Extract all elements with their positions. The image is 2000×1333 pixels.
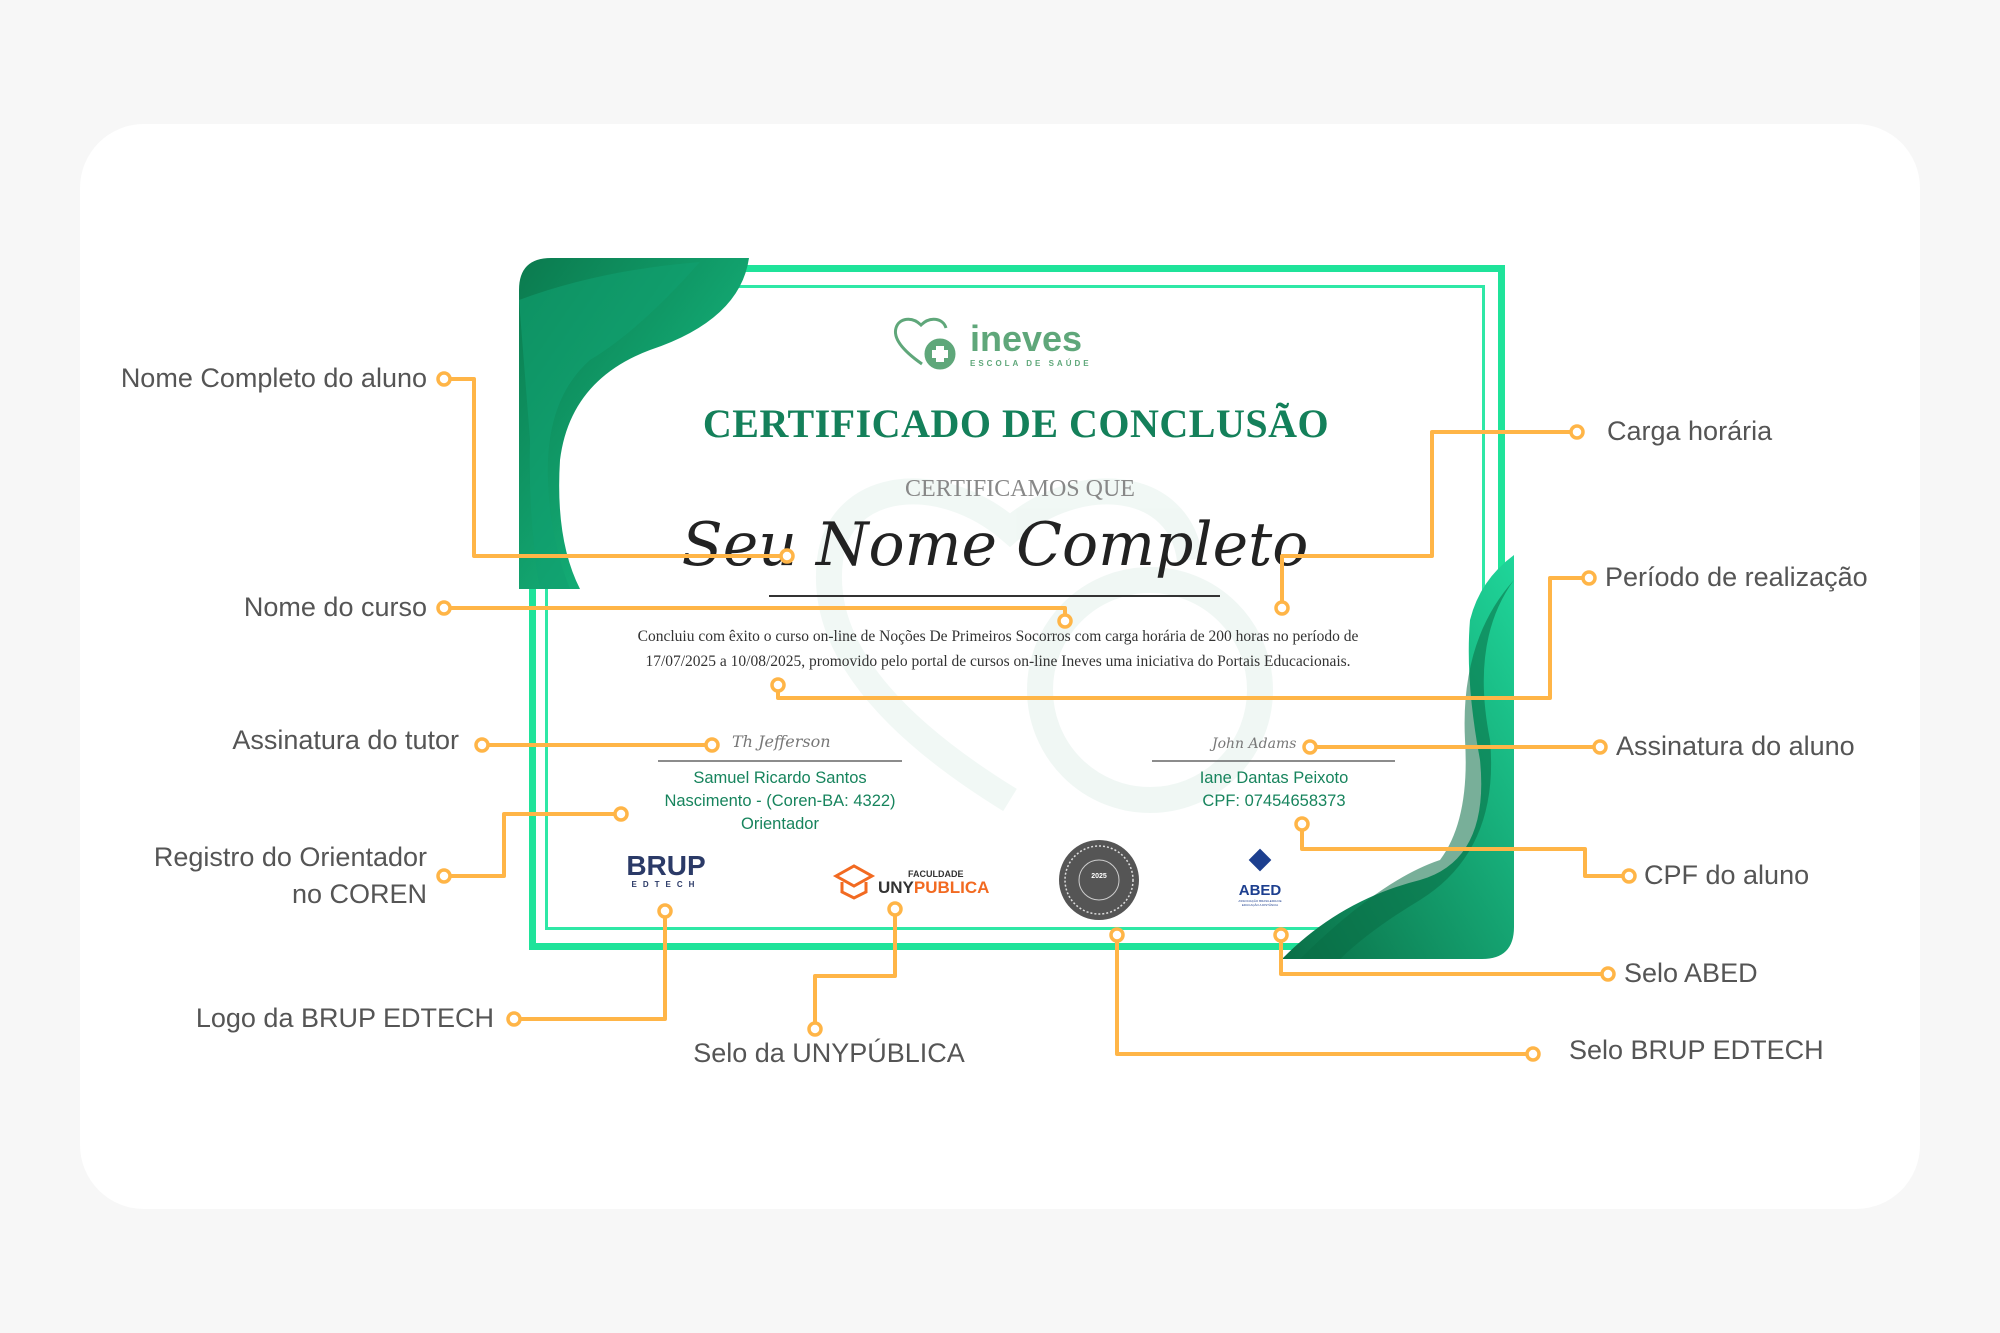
brup-seal-year: 2025 [1091, 873, 1107, 880]
corner-swoosh-bottom-right [1282, 555, 1514, 959]
abed-emblem-icon [1248, 848, 1272, 872]
label-abed-seal: Selo ABED [1624, 958, 1758, 988]
ineves-logo-tagline: ESCOLA DE SAÚDE [970, 359, 1092, 368]
label-coren: Registro do Orientador no COREN [153, 842, 427, 909]
tutor-name: Samuel Ricardo Santos [693, 769, 867, 787]
certificate-body-text: Concluiu com êxito o curso on-line de No… [637, 628, 1359, 670]
label-cpf: CPF do aluno [1644, 860, 1810, 890]
student-name: Iane Dantas Peixoto [1199, 769, 1349, 787]
label-workload: Carga horária [1607, 416, 1773, 446]
tutor-block: Samuel Ricardo Santos Nascimento - (Core… [664, 767, 895, 836]
label-tutor-signature: Assinatura do tutor [232, 725, 459, 755]
student-block: Iane Dantas Peixoto CPF: 07454658373 [1200, 767, 1349, 813]
brup-logo: BRUP EDTECH [626, 850, 706, 890]
brup-seal-icon [1059, 840, 1139, 920]
unypublica-logo: FACULDADE UNYPUBLICA [878, 869, 990, 897]
certificate-title: CERTIFICADO DE CONCLUSÃO [702, 401, 1330, 446]
label-student-signature: Assinatura do aluno [1616, 731, 1855, 761]
label-brup-seal: Selo BRUP EDTECH [1569, 1035, 1824, 1065]
label-course-name: Nome do curso [243, 592, 427, 622]
tutor-registry: Nascimento - (Coren-BA: 4322) [664, 792, 896, 810]
label-brup-logo: Logo da BRUP EDTECH [195, 1003, 494, 1033]
student-signature: John Adams [1212, 736, 1297, 752]
student-cpf: CPF: 07454658373 [1202, 792, 1346, 810]
ineves-logo-name: ineves [970, 318, 1083, 359]
abed-logo: ABED ASSOCIAÇÃO BRASILEIRA DE EDUCAÇÃO A… [1238, 882, 1282, 907]
student-name-placeholder: Seu Nome Completo [681, 510, 1309, 580]
label-period: Período de realização [1605, 562, 1868, 592]
tutor-signature: Th Jefferson [732, 732, 831, 751]
certificate-subtitle: CERTIFICAMOS QUE [905, 476, 1135, 502]
tutor-role: Orientador [741, 815, 819, 833]
label-full-name: Nome Completo do aluno [120, 363, 427, 393]
watermark-heart-icon [816, 478, 1273, 813]
unypublica-icon [832, 864, 876, 900]
label-uny-seal: Selo da UNYPÚBLICA [693, 1038, 965, 1068]
